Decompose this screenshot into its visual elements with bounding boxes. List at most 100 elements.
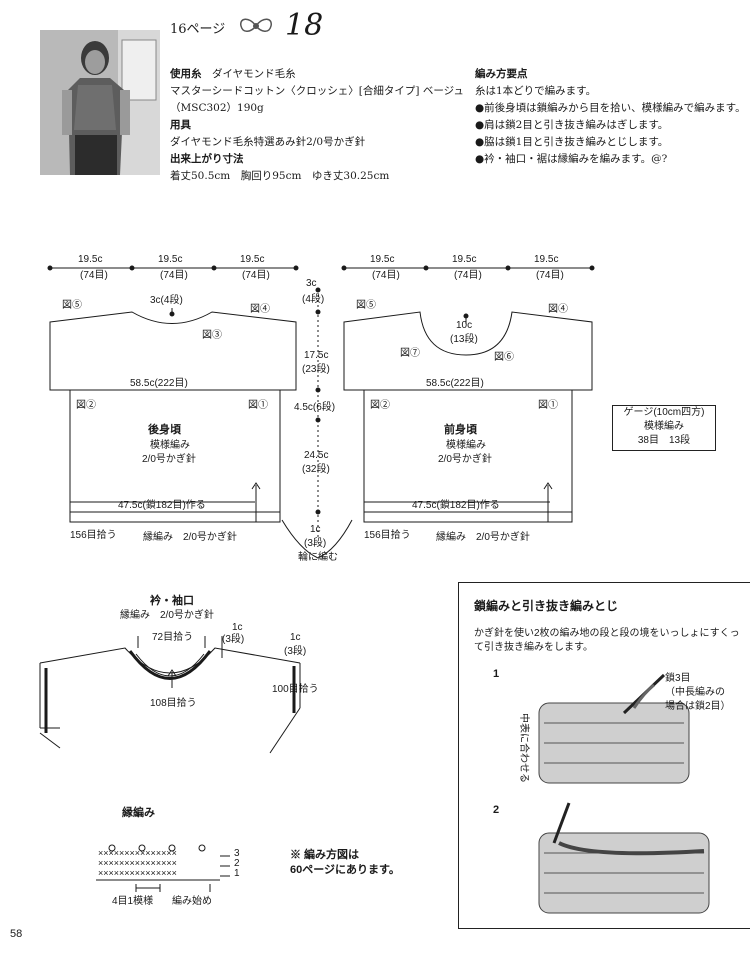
gauge-title: ゲージ(10cm四方)	[623, 407, 705, 418]
front-pickup: 156目拾う	[364, 528, 411, 541]
center-c: 4.5c(6段)	[294, 400, 335, 413]
tutorial-callout-1: 鎖3目	[665, 671, 691, 684]
back-dim-2: 19.5c	[158, 254, 182, 265]
center-a: 3c	[306, 278, 317, 289]
back-fig3: 図③	[202, 329, 222, 341]
edging-chart: 縁編み ××××××××××××××× ××××××××××××××× ××××…	[96, 805, 240, 907]
front-dim-3b: (74目)	[536, 270, 564, 281]
back-pattern: 模様編み	[150, 438, 190, 451]
back-chain: 47.5c(鎖182目)作る	[118, 498, 206, 511]
note-line2: 60ページにあります。	[290, 864, 400, 876]
center-d: 24.5c	[304, 450, 328, 461]
center-f: 輪に編む	[298, 550, 338, 563]
howto-point: ●脇は鎖1目と引き抜き編みとじします。	[475, 136, 669, 148]
reference-note: ※ 編み方図は 60ページにあります。	[290, 848, 400, 878]
tools-text: ダイヤモンド毛糸特選あみ針2/0号かぎ針	[170, 136, 366, 148]
back-hook: 2/0号かぎ針	[142, 452, 196, 465]
collar-sub: 縁編み 2/0号かぎ針	[120, 608, 214, 621]
back-edging: 縁編み 2/0号かぎ針	[143, 530, 237, 543]
collar-c1a: 1c	[232, 622, 243, 633]
yarn-line2: （MSC302）190g	[170, 102, 264, 114]
back-fig5: 図⑤	[62, 299, 82, 311]
gauge-count: 38目 13段	[637, 435, 691, 446]
front-chain: 47.5c(鎖182目)作る	[412, 498, 500, 511]
howto-point: ●前後身頃は鎖編みから目を拾い、模様編みで編みます。	[475, 102, 746, 114]
howto-point: ●衿・袖口・裾は縁編みを編みます。@?	[475, 153, 668, 165]
tools-label: 用具	[170, 119, 191, 131]
back-dim-3b: (74目)	[242, 270, 270, 281]
howto-block: 編み方要点 糸は1本どりで編みます。 ●前後身頃は鎖編みから目を拾い、模様編みで…	[475, 66, 746, 168]
pattern-number: 18	[285, 8, 324, 43]
center-d2: (32段)	[302, 462, 330, 475]
back-neck: 3c(4段)	[150, 293, 183, 306]
center-e2: (3段)	[304, 536, 326, 549]
ornament-icon	[235, 14, 277, 38]
yarn-line1: マスターシードコットン〈クロッシェ〉[合細タイプ] ベージュ	[170, 85, 464, 97]
front-edging: 縁編み 2/0号かぎ針	[436, 530, 530, 543]
back-fig1: 図①	[248, 399, 268, 411]
yarn-label: 使用糸	[170, 68, 202, 80]
edging-title: 縁編み	[122, 805, 155, 819]
tutorial-title: 鎖編みと引き抜き編みとじ	[474, 599, 619, 613]
page-reference: 16ページ	[170, 22, 226, 37]
collar-diagram: 衿・袖口 縁編み 2/0号かぎ針 72目拾う 1c (3段) 1c (3段) 1…	[39, 593, 319, 754]
howto-title: 編み方要点	[475, 68, 528, 80]
front-dim-2: 19.5c	[452, 254, 476, 265]
front-neck2: (13段)	[450, 332, 478, 345]
front-fig6: 図⑥	[494, 351, 514, 363]
tutorial-illustration: 1 2 中表に合わせる 鎖3目 （中長編みの 場合は鎖2目）	[493, 668, 731, 914]
center-a2: (4段)	[302, 292, 324, 305]
tutorial-step1: 1	[493, 668, 499, 680]
front-width: 58.5c(222目)	[426, 378, 484, 389]
model-photo	[40, 30, 160, 175]
back-fig2: 図②	[76, 399, 96, 411]
back-pickup: 156目拾う	[70, 528, 117, 541]
front-dim-3: 19.5c	[534, 254, 558, 265]
back-width: 58.5c(222目)	[130, 378, 188, 389]
collar-pick72: 72目拾う	[152, 630, 193, 643]
front-fig5: 図⑤	[356, 299, 376, 311]
front-neck: 10c	[456, 320, 472, 331]
tutorial-box: 鎖編みと引き抜き編みとじ かぎ針を使い2枚の編み地の段と段の境をいっしょにすくっ…	[458, 582, 750, 929]
svg-text:×××××××××××××××: ×××××××××××××××	[98, 868, 177, 878]
center-e: 1c	[310, 524, 321, 535]
howto-point: ●肩は鎖2目と引き抜き編みはぎします。	[475, 119, 669, 131]
front-fig2: 図②	[370, 399, 390, 411]
edging-repeat: 4目1模様	[112, 894, 153, 907]
edging-row-3: 3	[234, 848, 240, 859]
collar-title: 衿・袖口	[150, 593, 194, 607]
back-dim-3: 19.5c	[240, 254, 264, 265]
tutorial-vertical-label: 中表に合わせる	[518, 713, 531, 783]
back-fig4: 図④	[250, 303, 270, 315]
tutorial-desc: かぎ針を使い2枚の編み地の段と段の境をいっしょにすくって引き抜き編みをします。	[474, 628, 740, 653]
back-dim-1: 19.5c	[78, 254, 102, 265]
front-dim-1b: (74目)	[372, 270, 400, 281]
front-dim-1: 19.5c	[370, 254, 394, 265]
collar-c2a: 1c	[290, 632, 301, 643]
tutorial-callout-3: 場合は鎖2目）	[665, 699, 731, 712]
front-title: 前身頃	[444, 422, 478, 436]
svg-text:×××××××××××××××: ×××××××××××××××	[98, 858, 177, 868]
front-fig1: 図①	[538, 399, 558, 411]
tutorial-step2: 2	[493, 804, 499, 816]
front-pattern: 模様編み	[446, 438, 486, 451]
note-line1: ※ 編み方図は	[290, 849, 360, 861]
front-hook: 2/0号かぎ針	[438, 452, 492, 465]
edging-row-2: 2	[234, 858, 240, 869]
collar-c1b: (3段)	[222, 632, 244, 645]
collar-pick108: 108目拾う	[150, 696, 197, 709]
center-b2: (23段)	[302, 362, 330, 375]
back-dim-1b: (74目)	[80, 270, 108, 281]
edging-start: 編み始め	[172, 894, 212, 907]
tutorial-callout-2: （中長編みの	[665, 685, 725, 698]
center-b: 17.5c	[304, 350, 328, 361]
yarn-maker: ダイヤモンド毛糸	[212, 68, 296, 80]
page-number: 58	[10, 928, 23, 940]
howto-point: 糸は1本どりで編みます。	[475, 85, 597, 97]
size-text: 着丈50.5cm 胸回り95cm ゆき丈30.25cm	[170, 170, 390, 182]
materials-block: 使用糸 ダイヤモンド毛糸 マスターシードコットン〈クロッシェ〉[合細タイプ] ベ…	[170, 66, 464, 185]
back-dim-2b: (74目)	[160, 270, 188, 281]
front-fig7: 図⑦	[400, 347, 420, 359]
collar-pick100: 100目拾う	[272, 682, 319, 695]
gauge-box: ゲージ(10cm四方) 模様編み 38目 13段	[612, 405, 716, 451]
